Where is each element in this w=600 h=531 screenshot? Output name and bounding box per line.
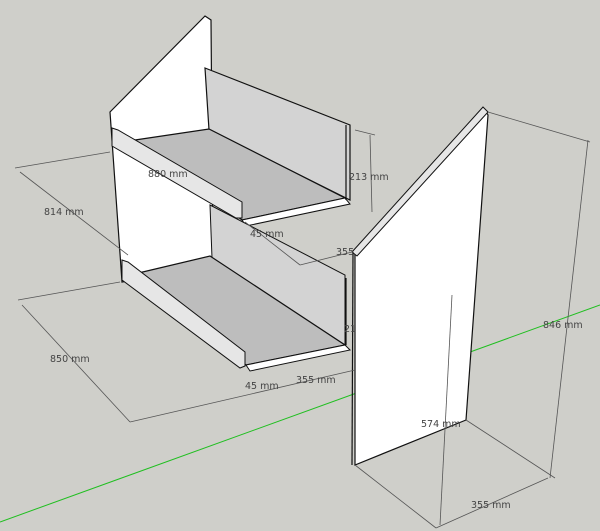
dim-label-355-upper: 355	[336, 247, 354, 258]
dim-label-45-upper: 45 mm	[250, 229, 284, 240]
dim-label-355-lower: 355 mm	[296, 375, 336, 386]
dimension-labels: 814 mm 850 mm 880 mm 213 mm 45 mm 355 21…	[44, 169, 583, 511]
lower-shelf-edge	[245, 344, 352, 372]
dim-label-355-panel: 355 mm	[471, 500, 511, 511]
dim-label-850: 850 mm	[50, 354, 90, 365]
left-cabinet[interactable]	[109, 15, 352, 372]
dim-label-880: 880 mm	[148, 169, 188, 180]
green-axis-line	[0, 304, 600, 523]
upper-back-panel	[204, 67, 351, 201]
lower-front-rail	[121, 259, 246, 369]
panel-face	[354, 109, 489, 466]
panel-front-edge	[351, 251, 354, 466]
dim-label-814: 814 mm	[44, 207, 84, 218]
right-side-panel[interactable]	[351, 106, 489, 466]
dimension-lines	[14, 111, 591, 529]
dim-label-846: 846 mm	[543, 320, 583, 331]
upper-front-rail	[111, 127, 243, 219]
dim-label-213: 213 mm	[349, 172, 389, 183]
dim-label-21: 21	[344, 324, 356, 335]
dim-label-574: 574 mm	[421, 419, 461, 430]
dim-label-45-lower: 45 mm	[245, 381, 279, 392]
